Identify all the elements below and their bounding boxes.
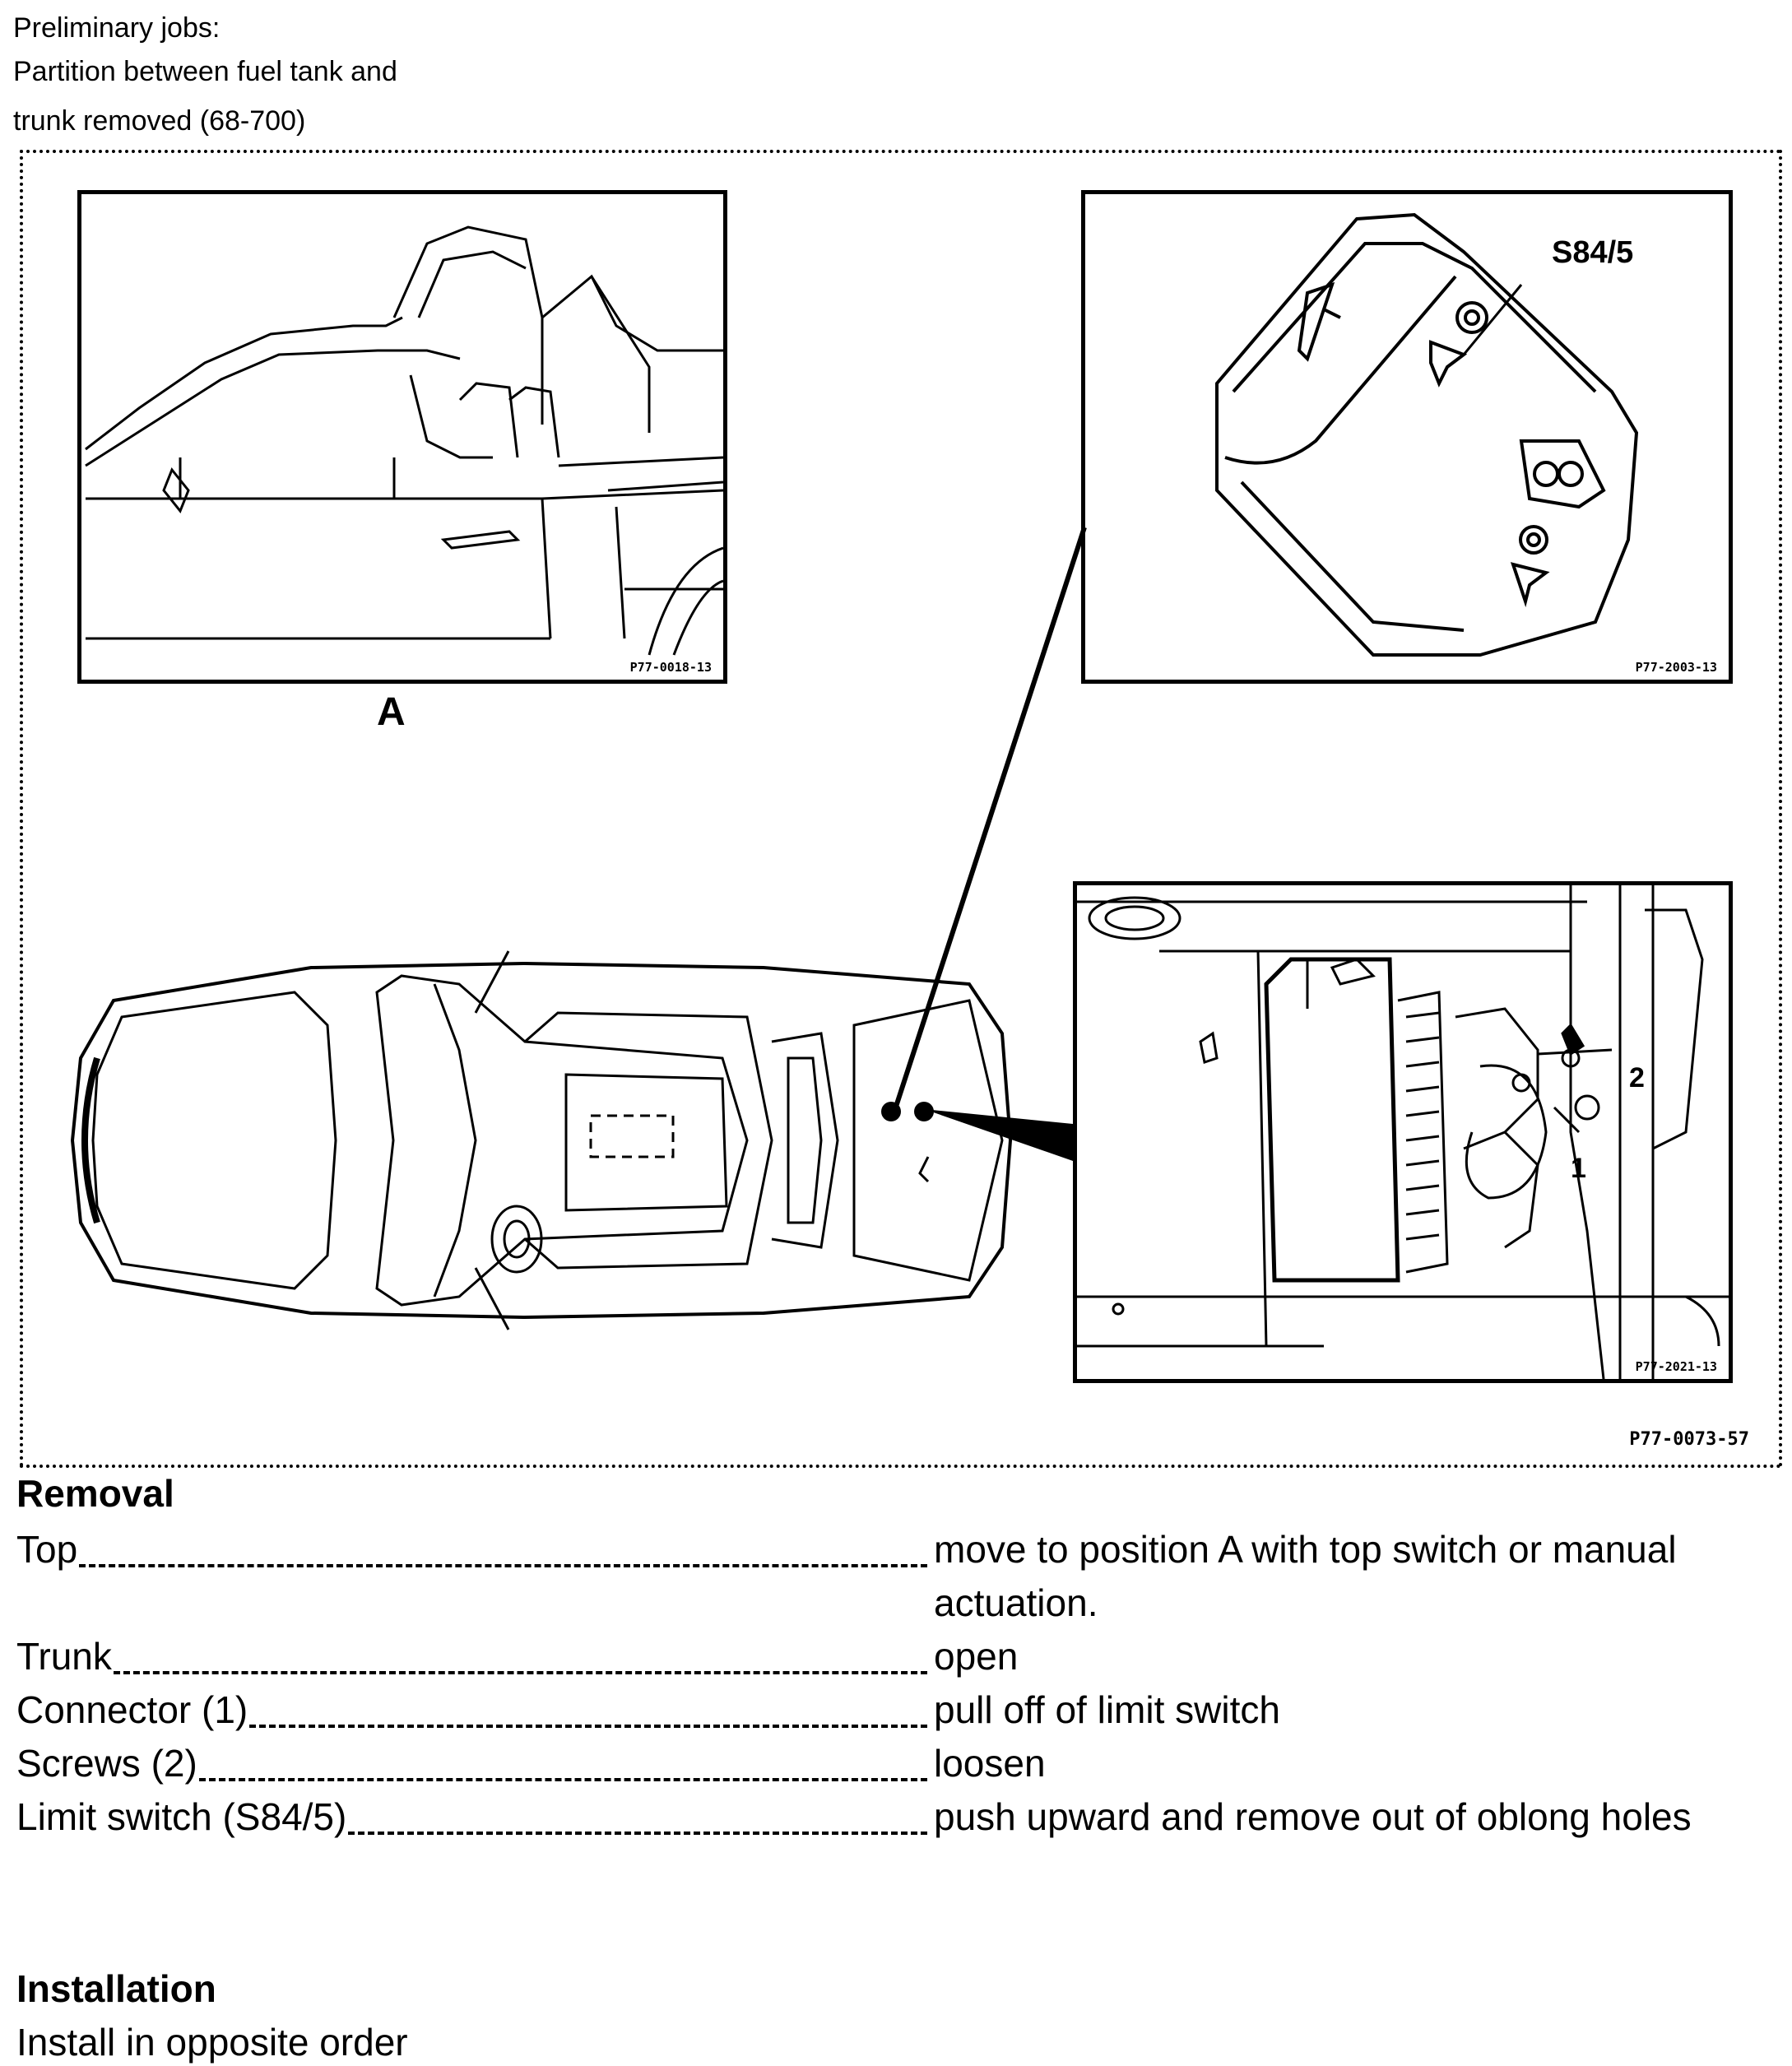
figure-image-code: P77-0073-57 <box>1629 1429 1749 1450</box>
step-action: open <box>934 1635 1019 1678</box>
step-item: Screws (2) <box>16 1742 197 1785</box>
step-action: push upward and remove out of oblong hol… <box>934 1795 1692 1838</box>
car-top-view <box>64 935 1043 1346</box>
removal-step: Connector (1) pull off of limit switch <box>16 1683 1777 1737</box>
switch-panel-image-code: P77-2003-13 <box>1635 660 1717 675</box>
limit-switch-closeup-panel: P77-2003-13 <box>1081 190 1733 684</box>
removal-heading: Removal <box>16 1472 174 1515</box>
preliminary-jobs: Preliminary jobs: Partition between fuel… <box>13 7 397 143</box>
convertible-side-view-drawing <box>85 225 723 656</box>
removal-step: Trunk open <box>16 1630 1777 1683</box>
leader-dots <box>79 1523 927 1567</box>
detail-panel-image-code: P77-2021-13 <box>1635 1359 1717 1374</box>
step-item: Limit switch (S84/5) <box>16 1795 347 1838</box>
callout-connector-1: 1 <box>1571 1153 1586 1184</box>
limit-switch-label: S84/5 <box>1552 235 1634 270</box>
leader-dots <box>198 1737 927 1781</box>
leader-dots <box>113 1630 927 1674</box>
step-action: loosen <box>934 1742 1046 1785</box>
preliminary-heading: Preliminary jobs: <box>13 12 221 44</box>
step-item: Connector (1) <box>16 1688 248 1731</box>
installation-heading: Installation <box>16 1967 216 2010</box>
leader-dots <box>348 1790 927 1835</box>
car-top-view-drawing <box>70 950 1013 1330</box>
removal-step: Limit switch (S84/5) push upward and rem… <box>16 1790 1777 1844</box>
panel-a-image-code: P77-0018-13 <box>629 660 712 675</box>
step-action: move to position A with top switch or ma… <box>934 1528 1677 1624</box>
preliminary-line: trunk removed (68-700) <box>13 105 306 137</box>
position-a-label: A <box>377 690 406 734</box>
preliminary-line: Partition between fuel tank and <box>13 55 397 87</box>
installed-switch-detail-panel: P77-2021-13 <box>1073 881 1733 1383</box>
installed-switch-drawing <box>1077 885 1729 1379</box>
leader-dots <box>249 1683 927 1728</box>
step-item: Trunk <box>16 1635 112 1678</box>
illustration-frame: P77-0018-13 A P77- <box>20 150 1782 1468</box>
installation-text: Install in opposite order <box>16 2021 408 2064</box>
step-item: Top <box>16 1528 78 1571</box>
removal-steps: Top move to position A with top switch o… <box>16 1523 1777 1844</box>
convertible-side-view-panel: P77-0018-13 <box>77 190 727 684</box>
step-action: pull off of limit switch <box>934 1688 1280 1731</box>
removal-step: Screws (2) loosen <box>16 1737 1777 1790</box>
removal-step: Top move to position A with top switch o… <box>16 1523 1777 1630</box>
limit-switch-drawing <box>1215 212 1639 657</box>
callout-screws-2: 2 <box>1629 1062 1645 1093</box>
